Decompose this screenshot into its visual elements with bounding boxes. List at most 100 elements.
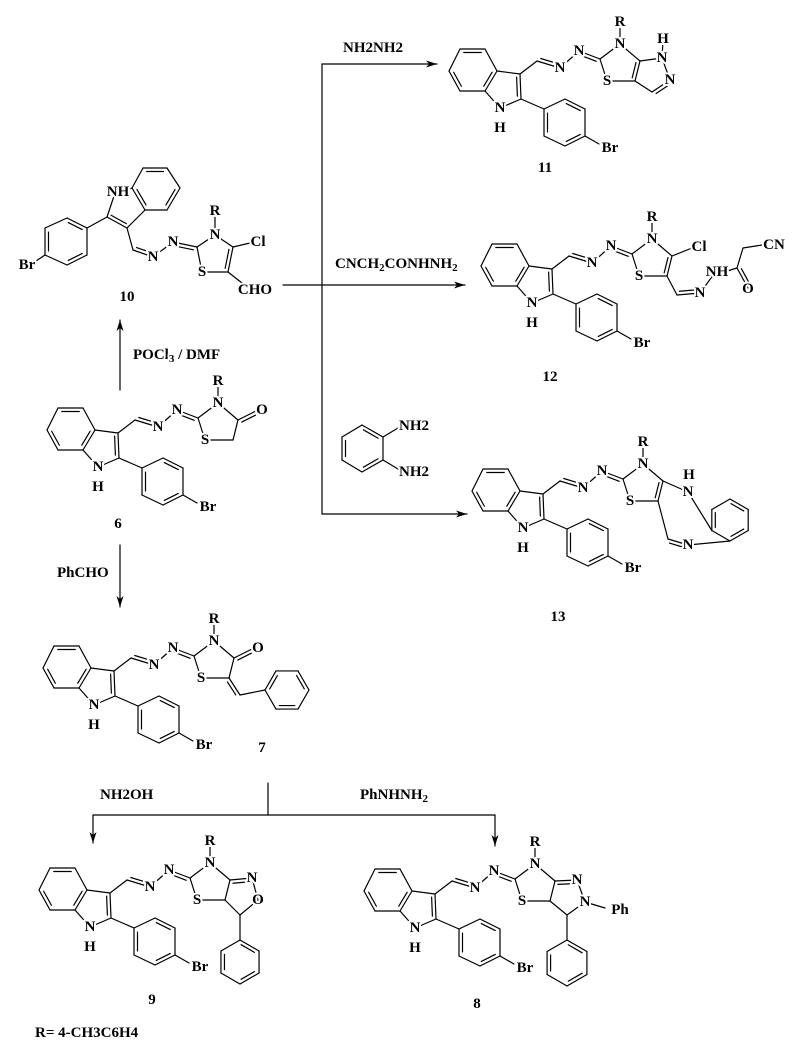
double-bond (227, 246, 234, 273)
bond (599, 43, 621, 60)
bond (153, 647, 174, 666)
bond (723, 267, 738, 273)
bond (382, 427, 399, 438)
bond (666, 275, 678, 296)
bond (239, 689, 266, 696)
bond (657, 500, 669, 540)
compound-8-bromophenyl-bond (458, 955, 481, 967)
compound-12-thiazole-n: N (647, 231, 658, 247)
compound-8-phenyl-bond (546, 939, 568, 953)
compound-10-bromophenyl-bond (67, 221, 83, 231)
compound-7-benzylidene-phenyl-bond (297, 670, 310, 691)
compound-9-r-group: R (205, 833, 216, 849)
double-bond (601, 470, 624, 480)
bond (622, 463, 644, 480)
bond (224, 899, 241, 916)
bond (227, 271, 243, 284)
bond (178, 732, 194, 742)
compound-8-bromophenyl-bond (479, 918, 501, 930)
compound-9-phenyl-bond (239, 939, 260, 952)
bond (414, 918, 437, 929)
compound-12-oxo: O (742, 281, 754, 297)
double-bond (666, 255, 673, 277)
double-bond (651, 79, 671, 93)
compound-9-indole-h: H (84, 939, 96, 955)
compound-9-phenyl-bond (240, 944, 256, 953)
bond (197, 417, 206, 441)
bond (576, 879, 586, 903)
compound-7-azine-n1: N (149, 657, 160, 673)
bond (622, 478, 631, 502)
compound-13-thiazole-s: S (626, 493, 634, 509)
compound-8-pyrazole-n1: N (572, 872, 583, 888)
bond (239, 899, 259, 916)
bond (687, 491, 713, 532)
compound-12-indole-benzene-bond (516, 243, 530, 267)
double-bond (578, 50, 601, 60)
double-bond (563, 477, 582, 485)
compound-6-indole-benzene-bond (82, 429, 96, 451)
bond (232, 242, 251, 248)
compound-7-thiazole-s: S (197, 670, 205, 686)
double-bond (602, 474, 620, 482)
compound-11-pyrazole-nh: N (657, 50, 668, 66)
compound-6-bromophenyl-bond (162, 494, 184, 506)
double-bond (548, 271, 550, 292)
compound-11-bromophenyl-bond (564, 135, 586, 147)
bond (591, 245, 612, 264)
double-bond (237, 652, 253, 661)
compound-7-indole-benzene-bond (47, 668, 56, 684)
compound-13-bromophenyl-bond (566, 555, 589, 567)
compound-10-indole-nh: NH (107, 184, 130, 200)
bond (514, 863, 536, 880)
double-bond (431, 896, 433, 917)
bond (742, 244, 763, 249)
arrow-6-to-7-head (116, 596, 124, 607)
compound-7-benzylidene-phenyl-bond (297, 689, 310, 710)
arrow-to-11-head (426, 60, 437, 68)
compound-8-pyrazole-n2: N (580, 894, 591, 910)
bonds-layer (35, 22, 763, 987)
compound-13-bromophenyl-bond (566, 518, 589, 530)
compound-6-bromophenyl-bond (141, 494, 164, 506)
compound-6-indole-n: N (93, 459, 104, 475)
double-bond (551, 268, 554, 295)
bond (110, 917, 135, 929)
bond (661, 40, 664, 59)
bond (89, 917, 112, 928)
compound-9-isoxazole-o: O (252, 892, 264, 908)
bond (484, 90, 501, 109)
double-bond (451, 880, 476, 889)
bond (97, 457, 120, 468)
compound-9-bromo: Br (192, 959, 209, 975)
double-bond (174, 245, 195, 251)
double-bond (233, 648, 253, 659)
double-bond (611, 249, 629, 257)
compound-12-indole-benzene-bond (480, 265, 493, 287)
compound-9-phenyl-bond (239, 972, 260, 985)
double-bond (676, 292, 701, 296)
bond (534, 863, 556, 882)
compound-13-indole-benzene-bond (507, 468, 521, 492)
compound-7-number: 7 (258, 740, 266, 756)
double-bond (172, 647, 195, 657)
compound-13-bromophenyl-bond (587, 518, 609, 530)
compound-9-azine-n2: N (164, 862, 175, 878)
compound-11-number: 11 (538, 160, 552, 176)
double-bond (229, 877, 253, 881)
compound-11-thiazole-n: N (615, 36, 626, 52)
double-bond (130, 657, 155, 666)
double-bond (493, 870, 516, 880)
compound-9-bromophenyl-bond (133, 917, 156, 929)
compound-8-bromophenyl-bond (480, 922, 496, 932)
double-bond (557, 883, 576, 885)
compound-9-bromophenyl-bond (133, 954, 156, 966)
bond (411, 890, 436, 895)
bond (552, 293, 577, 305)
double-bond (177, 413, 195, 421)
compound-9-indole-benzene-bond (38, 867, 51, 891)
compound-10-bromophenyl-bond (66, 217, 88, 229)
compound-9-indole-benzene-bond (38, 889, 51, 911)
bond (435, 918, 460, 930)
bond (531, 293, 554, 304)
